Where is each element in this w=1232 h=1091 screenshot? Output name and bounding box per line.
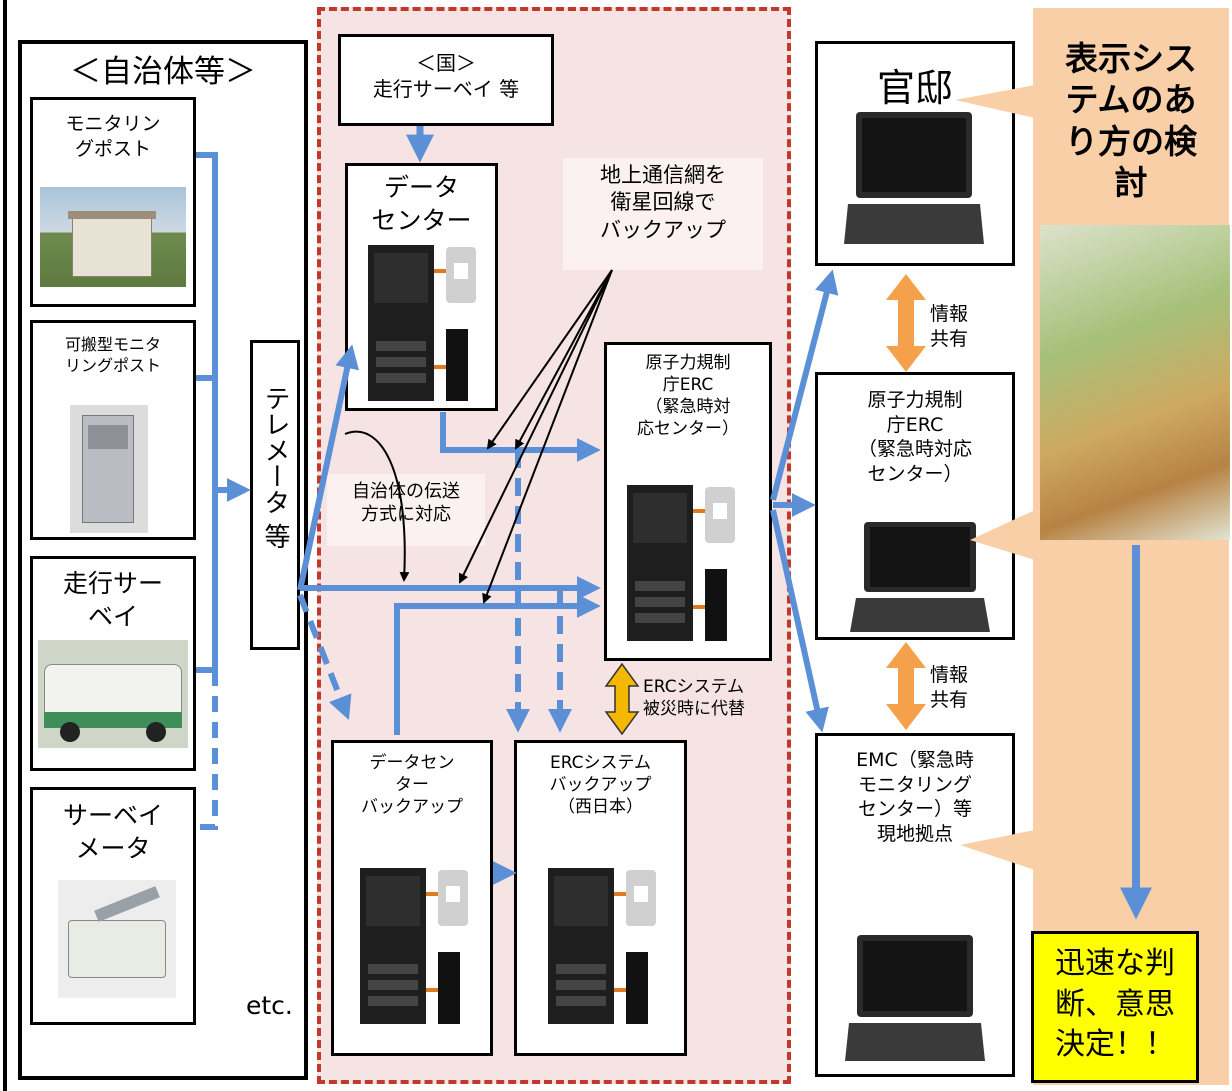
erc-main-label: 原子力規制 庁ERC （緊急時対 応センター） <box>637 353 739 440</box>
survey-meter-photo <box>58 880 176 998</box>
laptop-icon <box>844 112 984 244</box>
portable-post-photo <box>70 405 148 533</box>
portable-post-label: 可搬型モニタ リングポスト <box>64 335 161 375</box>
erc-right-box <box>815 372 1015 640</box>
map-image <box>1040 225 1230 540</box>
decision-box <box>1031 931 1199 1083</box>
survey-vehicle-photo <box>38 640 188 748</box>
server-icon <box>360 868 468 1024</box>
dc-backup-label: データセン ター バックアップ <box>361 753 463 818</box>
kantei-label: 官邸 <box>876 66 953 110</box>
server-icon <box>548 868 656 1024</box>
display-system-label: 表示シス テムのあ り方の検 討 <box>1065 39 1197 202</box>
satellite-note <box>563 158 763 270</box>
survey-meter-label: サーベイ メータ <box>62 801 163 863</box>
laptop-icon <box>845 935 985 1061</box>
laptop-icon <box>850 522 990 632</box>
telemeter-label: テレメータ 等 <box>260 385 290 550</box>
etc-label: etc. <box>246 991 293 1020</box>
monitoring-post-label: モニタリン グポスト <box>65 113 161 160</box>
substitute-note: ERCシステム 被災時に代替 <box>643 677 745 720</box>
country-box <box>338 34 554 126</box>
server-icon <box>368 245 476 401</box>
emc-label: EMC（緊急時 モニタリング センター）等 現地拠点 <box>856 749 974 846</box>
monitoring-post-photo <box>40 187 186 287</box>
server-icon <box>627 485 735 641</box>
country-label: ＜国＞ 走行サーベイ 等 <box>372 51 520 101</box>
telemeter-box <box>250 340 300 650</box>
erc-backup-label: ERCシステム バックアップ （西日本） <box>549 753 652 818</box>
transmission-note <box>327 474 485 546</box>
decision-label: 迅速な判 断、意思 決定！！ <box>1055 946 1175 1062</box>
municipality-title: ＜自治体等＞ <box>70 54 256 90</box>
info-share-label-2: 情報 共有 <box>930 664 969 711</box>
left-border-line <box>3 0 7 1091</box>
info-share-label-1: 情報 共有 <box>930 303 969 350</box>
satellite-note-label: 地上通信網を 衛星回線で バックアップ <box>600 163 726 242</box>
driving-survey-label: 走行サー ベイ <box>62 569 163 631</box>
erc-right-label: 原子力規制 庁ERC （緊急時対応 センター） <box>857 389 972 486</box>
emc-box <box>815 733 1015 1077</box>
data-center-label: データ センター <box>371 173 472 235</box>
transmission-note-label: 自治体の伝送 方式に対応 <box>352 481 460 526</box>
